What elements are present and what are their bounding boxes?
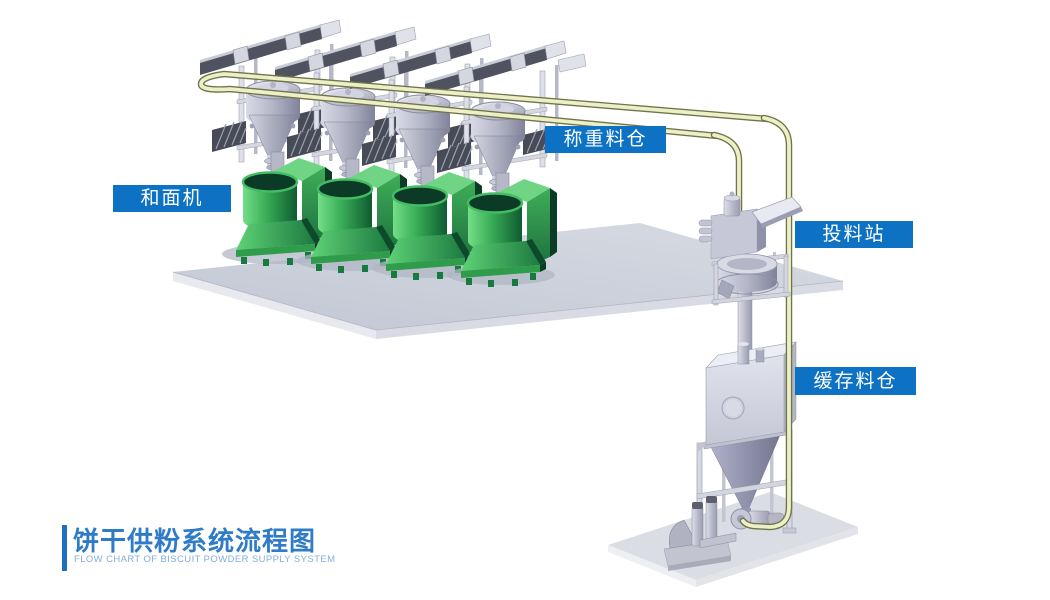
label-weighing-silo: 称重料仓 [545,126,666,153]
title-accent-bar [62,525,67,571]
diagram-title: 饼干供粉系统流程图 [73,526,317,556]
label-feeding-station: 投料站 [795,221,913,248]
rail-end-bracket [557,53,587,73]
diagram-subtitle: FLOW CHART OF BISCUIT POWDER SUPPLY SYST… [74,554,336,565]
label-dough-mixer: 和面机 [113,185,231,212]
roots-blower [663,496,737,571]
conveying-pipes [197,70,793,531]
feeding-station [698,191,803,306]
weighing-hopper-row [199,19,587,192]
buffer-silo [692,341,797,550]
label-buffer-silo: 缓存料仓 [795,367,916,395]
